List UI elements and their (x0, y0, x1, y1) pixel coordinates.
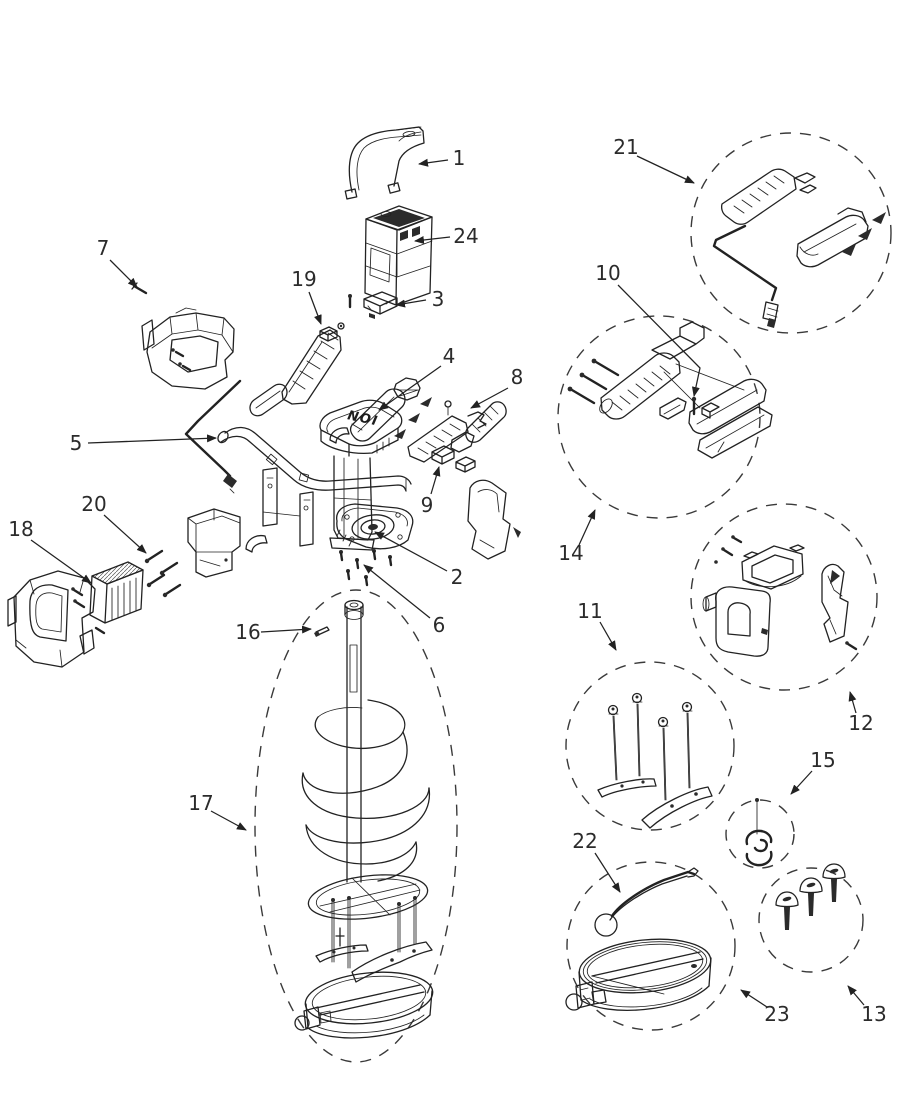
part-gearbox-frame (141, 307, 235, 390)
callout-3: 3 (395, 287, 445, 311)
part-motor-head: ION (319, 399, 403, 551)
motor-logo-text: ION (345, 406, 379, 427)
group-auger-17 (254, 589, 458, 1063)
svg-text:15: 15 (810, 748, 835, 772)
group-clip-15 (725, 798, 795, 869)
part-right-side-cover (467, 479, 521, 560)
part-screws-20 (144, 549, 182, 598)
group-housing-covers-12 (690, 503, 878, 691)
svg-text:5: 5 (70, 431, 83, 455)
callout-11: 11 (577, 599, 617, 651)
callout-18: 18 (8, 517, 92, 584)
group-screws-13 (758, 863, 864, 973)
part-grip-cluster-19 (249, 294, 432, 444)
part-handlebar-tube (217, 426, 412, 492)
callout-24: 24 (414, 224, 479, 248)
group-blades-11 (565, 661, 735, 831)
svg-text:4: 4 (443, 344, 456, 368)
callout-6: 6 (363, 564, 446, 637)
part-mount-straps (262, 467, 314, 547)
callout-17: 17 (188, 791, 247, 831)
callout-22: 22 (572, 829, 621, 893)
svg-text:2: 2 (451, 565, 464, 589)
svg-text:11: 11 (577, 599, 602, 623)
callout-14: 14 (558, 509, 596, 565)
svg-text:23: 23 (764, 1002, 789, 1026)
svg-text:7: 7 (97, 236, 110, 260)
callout-1: 1 (418, 146, 466, 170)
callout-5: 5 (70, 431, 217, 455)
callout-4: 4 (378, 344, 456, 411)
group-throttle-handle-21 (690, 132, 892, 334)
svg-text:13: 13 (861, 1002, 886, 1026)
callout-21: 21 (613, 135, 695, 184)
callout-15: 15 (790, 748, 836, 795)
part-mid-bracket (187, 508, 241, 578)
svg-text:18: 18 (8, 517, 33, 541)
part-screws-6 (339, 549, 393, 587)
part-halfring-clamp (245, 534, 268, 553)
svg-text:10: 10 (595, 261, 620, 285)
callouts: 1 24 3 7 19 4 8 9 (8, 135, 886, 1026)
callout-12: 12 (848, 691, 874, 735)
callout-16: 16 (235, 620, 312, 644)
group-ring-guard-23 (565, 861, 736, 1031)
callout-8: 8 (470, 365, 524, 409)
svg-text:21: 21 (613, 135, 638, 159)
part-heatsink-module-18 (71, 561, 144, 635)
part-left-cover (7, 570, 96, 668)
part-bail-handle (344, 126, 425, 200)
svg-text:3: 3 (432, 287, 445, 311)
svg-text:24: 24 (453, 224, 478, 248)
part-battery-pack (364, 205, 433, 306)
svg-text:22: 22 (572, 829, 597, 853)
svg-text:16: 16 (235, 620, 260, 644)
part-switch-blocks-9 (431, 445, 476, 473)
part-right-grip-capsule (465, 401, 507, 443)
svg-text:14: 14 (558, 541, 583, 565)
svg-text:9: 9 (421, 493, 434, 517)
callout-23: 23 (740, 989, 790, 1026)
callout-7: 7 (97, 236, 138, 288)
callout-13: 13 (847, 985, 887, 1026)
svg-text:6: 6 (433, 613, 446, 637)
svg-text:19: 19 (291, 267, 316, 291)
part-trigger-assembly-8 (407, 400, 487, 463)
callout-20: 20 (81, 492, 147, 554)
svg-text:8: 8 (511, 365, 524, 389)
svg-text:17: 17 (188, 791, 213, 815)
callout-2: 2 (374, 531, 464, 589)
svg-text:12: 12 (848, 711, 873, 735)
part-battery-plate (363, 291, 398, 319)
callout-19: 19 (291, 267, 322, 325)
callout-10: 10 (595, 261, 701, 397)
callout-9: 9 (421, 466, 441, 517)
part-bearing-plate-2 (336, 503, 414, 550)
part-wire-harness-main (184, 379, 242, 494)
svg-text:1: 1 (453, 146, 466, 170)
svg-text:20: 20 (81, 492, 106, 516)
group-handle-assembly-14 (557, 315, 773, 519)
part-pin-16 (314, 626, 330, 637)
